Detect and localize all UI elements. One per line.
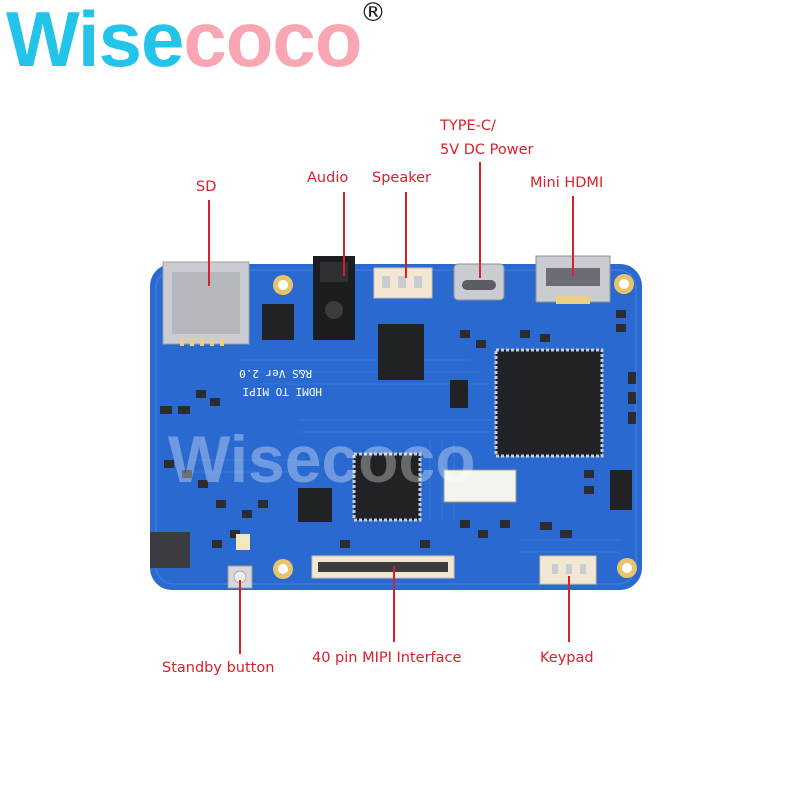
speaker-callout-line <box>405 192 407 278</box>
brand-logo-part-b: coco <box>183 0 362 83</box>
label-speaker: Speaker <box>372 170 431 186</box>
standby-button-part <box>227 534 253 589</box>
label-sd: SD <box>196 179 217 195</box>
label-audio: Audio <box>307 170 349 186</box>
typec-callout-line <box>479 162 481 278</box>
brand-logo: Wisecoco <box>6 0 362 85</box>
silkscreen-text: HDMI TO MIPI R&S Ver 2.0 <box>239 367 322 398</box>
watermark: Wisecoco <box>168 422 476 496</box>
pcb-body <box>150 264 642 590</box>
mipi-fpc-connector <box>311 555 455 579</box>
silkscreen-version: R&S Ver 2.0 <box>239 367 312 380</box>
label-mipi-interface: 40 pin MIPI Interface <box>312 650 462 666</box>
label-typec-line1: TYPE-C/ <box>440 118 496 134</box>
silkscreen-title: HDMI TO MIPI <box>243 385 322 398</box>
standby-callout-line <box>239 580 241 654</box>
sd-callout-line <box>208 200 210 286</box>
label-keypad: Keypad <box>540 650 594 666</box>
keypad-callout-line <box>568 576 570 642</box>
audio-jack <box>313 256 355 340</box>
label-standby-button: Standby button <box>162 660 275 676</box>
integrated-circuits <box>150 304 632 568</box>
sd-card-slot <box>162 261 250 346</box>
speaker-connector <box>373 267 433 299</box>
mini-hdmi-callout-line <box>572 196 574 276</box>
audio-callout-line <box>343 192 345 276</box>
mipi-callout-line <box>393 566 395 642</box>
smd-components <box>160 310 636 548</box>
registered-mark: ® <box>360 0 386 28</box>
brand-logo-part-a: Wise <box>6 0 184 83</box>
label-typec-line2: 5V DC Power <box>440 142 534 158</box>
label-mini-hdmi: Mini HDMI <box>530 175 604 191</box>
